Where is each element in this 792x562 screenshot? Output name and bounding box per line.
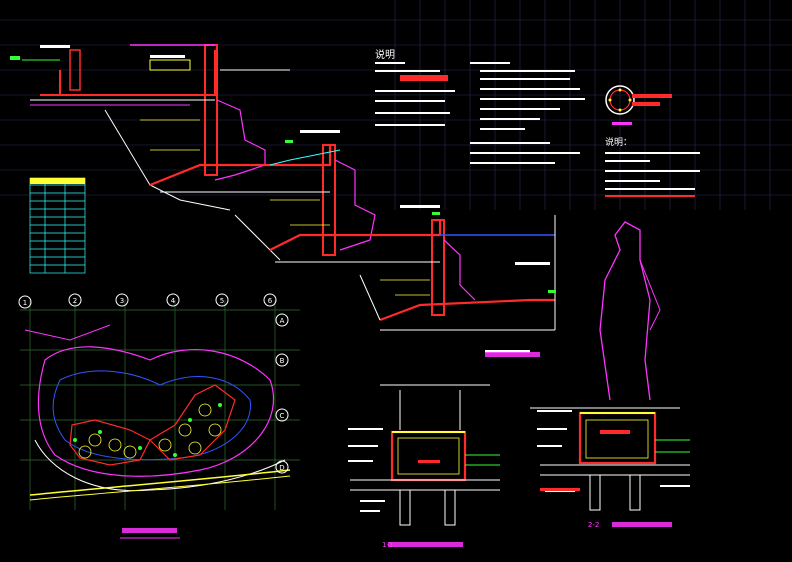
pile-section-detail: 说明：	[605, 85, 700, 197]
svg-text:2: 2	[73, 297, 77, 305]
row-marker: A	[275, 313, 289, 327]
column-marker: 4	[166, 293, 180, 307]
svg-text:5: 5	[220, 297, 224, 305]
svg-text:6: 6	[268, 297, 273, 305]
row-marker: C	[275, 408, 289, 422]
plan-row-markers: A B C D	[275, 313, 289, 474]
svg-text:C: C	[280, 412, 285, 420]
notes-block: 说明	[375, 48, 585, 164]
detail-1-1: 1-1	[348, 384, 500, 549]
detail-label-2: 2-2	[588, 521, 599, 529]
plan-column-markers: 1 2 3 4 5 6	[18, 293, 277, 309]
row-marker: B	[275, 353, 289, 367]
column-marker: 1	[18, 295, 32, 309]
column-marker: 6	[263, 293, 277, 307]
row-marker: D	[275, 460, 289, 474]
column-marker: 2	[68, 293, 82, 307]
section-title-bar	[485, 352, 540, 357]
notes-heading-2: 说明：	[605, 136, 632, 148]
stepped-wall-section	[10, 44, 556, 353]
svg-text:4: 4	[171, 297, 176, 305]
notes-heading: 说明	[375, 48, 395, 61]
svg-text:A: A	[280, 317, 285, 325]
column-marker: 3	[115, 293, 129, 307]
background-grid	[0, 0, 792, 210]
plan-view: 1 2 3 4 5 6 A B C D	[18, 293, 300, 539]
svg-text:3: 3	[120, 297, 124, 305]
detail-label-1: 1-1	[382, 541, 393, 549]
column-marker: 5	[215, 293, 229, 307]
schedule-table	[29, 177, 86, 274]
svg-text:1: 1	[23, 299, 27, 307]
svg-text:B: B	[280, 357, 285, 365]
svg-text:D: D	[279, 464, 284, 472]
detail-2-2: 2-2	[530, 221, 690, 529]
